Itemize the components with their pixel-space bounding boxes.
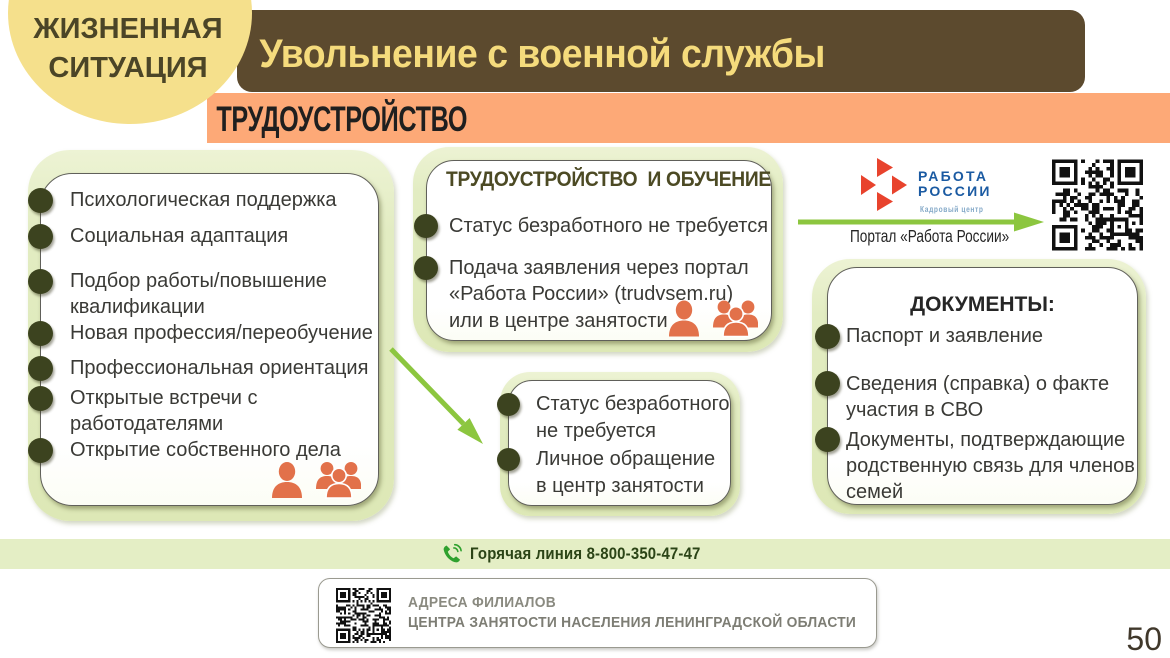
title-bar: Увольнение с военной службы	[237, 10, 1085, 92]
support-card-inner	[40, 173, 379, 506]
list-item: Открытые встречи с работодателями	[70, 387, 258, 435]
footer-address-title: АДРЕСА ФИЛИАЛОВ	[408, 595, 556, 611]
bullet-icon	[27, 223, 53, 249]
bullet-icon	[497, 448, 520, 471]
portal-qr-code	[1052, 159, 1143, 251]
bullet-icon	[27, 385, 53, 411]
rabota-rossii-logo-text: РАБОТА РОССИИ	[918, 168, 992, 199]
footer-qr-code	[336, 588, 391, 643]
section-bar: ТРУДОУСТРОЙСТВО	[207, 93, 1170, 143]
list-item: Статус безработного не требуется	[536, 393, 730, 442]
hotline-bar: Горячая линия 8-800-350-47-47	[0, 539, 1170, 569]
phone-icon	[443, 543, 462, 563]
documents-card-title: ДОКУМЕНТЫ:	[910, 293, 1055, 316]
bullet-icon	[27, 320, 53, 346]
list-item: Личное обращение в центр занятости	[536, 448, 716, 497]
page-number: 50	[1126, 621, 1162, 657]
documents-card-inner	[827, 267, 1138, 505]
footer-address-subtitle: ЦЕНТРА ЗАНЯТОСТИ НАСЕЛЕНИЯ ЛЕНИНГРАДСКОЙ…	[408, 615, 857, 631]
portal-caption: Портал «Работа России»	[850, 226, 1010, 246]
people-icons-training-card	[669, 300, 758, 338]
arrow-to-walkin-card	[389, 347, 483, 444]
bullet-icon	[27, 437, 53, 463]
training-card-inner	[426, 160, 772, 341]
list-item: Паспорт и заявление	[846, 325, 1044, 347]
rabota-rossii-logo-icon	[861, 158, 907, 211]
life-situation-label: ЖИЗНЕННАЯ СИТУАЦИЯ	[33, 13, 223, 84]
bullet-icon	[414, 214, 438, 238]
bullet-icon	[814, 323, 840, 349]
bullet-icon	[27, 268, 53, 294]
list-item: Подбор работы/повышение квалификации	[70, 270, 327, 318]
list-item: Сведения (справка) о факте участия в СВО	[846, 372, 1110, 421]
bullet-icon	[814, 427, 840, 452]
rabota-rossii-tagline: Кадровый центр	[920, 204, 984, 214]
list-item: Новая профессия/переобучение	[70, 322, 373, 344]
list-item: Статус безработного не требуется	[449, 214, 769, 237]
list-item: Открытие собственного дела	[70, 439, 341, 461]
bullet-icon	[27, 355, 53, 381]
section-title: ТРУДОУСТРОЙСТВО	[216, 100, 468, 139]
list-item: Профессиональная ориентация	[70, 357, 369, 379]
list-item: Психологическая поддержка	[70, 189, 337, 211]
people-icons-left-card	[272, 462, 361, 499]
training-card-title: ТРУДОУСТРОЙСТВО И ОБУЧЕНИЕ	[446, 168, 771, 191]
bullet-icon	[414, 256, 438, 280]
list-item: Подача заявления через портал «Работа Ро…	[449, 256, 749, 332]
list-item: Документы, подтверждающие родственную св…	[846, 428, 1135, 503]
bullet-icon	[497, 393, 520, 416]
walkin-card-inner	[508, 380, 731, 506]
bullet-icon	[27, 187, 53, 213]
list-item: Социальная адаптация	[70, 225, 289, 247]
bullet-icon	[814, 371, 840, 396]
page-title: Увольнение с военной службы	[259, 31, 825, 76]
hotline-text: Горячая линия 8-800-350-47-47	[470, 544, 701, 563]
footer-card	[318, 578, 877, 648]
